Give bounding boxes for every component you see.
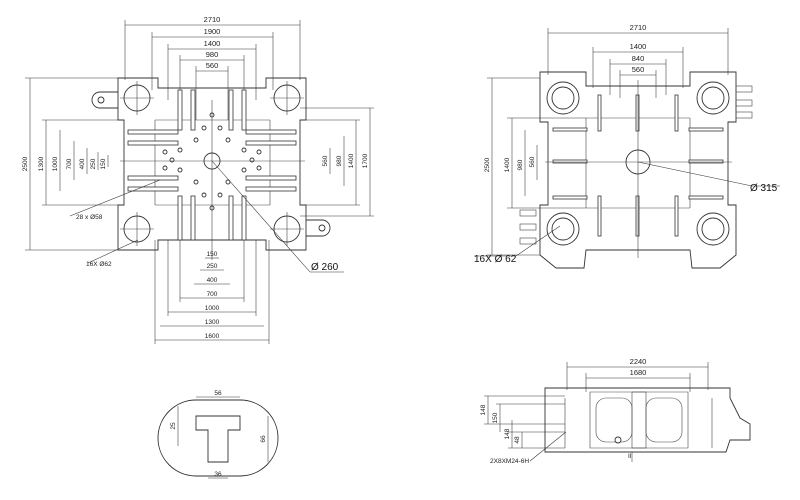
dim-1300-bottom: 1300 xyxy=(205,319,220,326)
side-dim-150: 150 xyxy=(492,412,499,423)
side-port-hole xyxy=(614,436,622,444)
callout-holes-front: 16X Ø62 xyxy=(86,261,112,268)
dim-150-bottom: 150 xyxy=(207,251,218,258)
side-outline xyxy=(544,387,751,453)
front-vertical-tslots xyxy=(177,89,247,241)
dim-1000-bottom: 1000 xyxy=(205,305,220,312)
dim-1600-bottom: 1600 xyxy=(205,333,220,340)
callout-center-hole: Ø 260 xyxy=(311,262,339,273)
dim-2710: 2710 xyxy=(204,15,221,24)
dim-980-rear-v: 980 xyxy=(517,159,524,170)
rear-top-dimensions: 2710 1400 840 560 xyxy=(547,23,729,98)
front-top-dimensions: 2710 1900 1400 980 560 xyxy=(124,15,301,120)
detail-dim-right: 66 xyxy=(260,435,267,443)
dim-1400-right: 1400 xyxy=(348,153,355,168)
callout-rear-holes: 16X Ø 62 xyxy=(474,254,517,265)
front-bolt-holes xyxy=(162,112,262,211)
dim-980: 980 xyxy=(206,50,219,59)
dim-1000: 1000 xyxy=(52,156,59,171)
dim-840-rear: 840 xyxy=(632,54,645,63)
dim-560-rear-v: 560 xyxy=(529,156,536,167)
dim-1400: 1400 xyxy=(204,39,221,48)
dim-560-right: 560 xyxy=(322,155,329,166)
dim-250-bottom: 250 xyxy=(207,263,218,270)
front-lug-left xyxy=(91,91,118,109)
side-section-marker: II xyxy=(628,453,632,460)
dim-1400-rear-v: 1400 xyxy=(504,157,511,172)
dim-400: 400 xyxy=(79,158,86,169)
side-dim-48: 48 xyxy=(514,436,521,444)
callout-tslots: 28 x Ø58 xyxy=(76,214,103,221)
rear-platen-view: 2710 1400 840 560 xyxy=(474,23,780,269)
dim-2500: 2500 xyxy=(22,156,29,171)
side-dim-2240: 2240 xyxy=(630,357,647,366)
front-lug-right xyxy=(306,219,331,237)
side-dim-148b: 148 xyxy=(504,428,511,439)
dim-1300: 1300 xyxy=(38,156,45,171)
dim-1900: 1900 xyxy=(204,27,221,36)
front-left-dimensions: 2500 1300 1000 700 400 250 150 xyxy=(22,77,124,251)
side-thread-note: 2X8XM24-6H xyxy=(490,458,529,465)
tslot-detail-view: 56 36 25 66 xyxy=(157,390,279,479)
dim-980-right: 980 xyxy=(336,155,343,166)
dim-560: 560 xyxy=(206,61,219,70)
rear-side-brackets xyxy=(519,85,753,245)
callout-rear-center: Ø 315 xyxy=(750,183,778,194)
dim-560-rear: 560 xyxy=(632,65,645,74)
tslot-profile xyxy=(157,399,279,477)
dim-2710-rear: 2710 xyxy=(630,23,647,32)
side-left-dimensions: 148 150 148 48 xyxy=(480,395,565,449)
dim-1700-right: 1700 xyxy=(362,153,369,168)
dim-700: 700 xyxy=(66,158,73,169)
dim-1400-rear: 1400 xyxy=(630,42,647,51)
rear-left-dimensions: 2500 1400 980 560 xyxy=(484,77,586,256)
rear-platen-outline xyxy=(539,71,737,269)
front-platen-view: 2710 1900 1400 980 560 xyxy=(22,15,374,344)
front-bottom-dimensions: 150 250 400 700 1000 1300 1600 xyxy=(154,240,270,344)
front-right-dimensions: 560 980 1400 1700 xyxy=(300,107,374,217)
front-horizontal-tslots xyxy=(127,129,297,192)
detail-dim-top: 56 xyxy=(214,390,222,397)
dim-150: 150 xyxy=(100,158,107,169)
side-dim-148a: 148 xyxy=(480,404,487,415)
side-view: 2240 1680 148 150 148 48 xyxy=(480,357,751,465)
detail-dim-bottom: 36 xyxy=(214,471,222,478)
dim-2500-rear: 2500 xyxy=(484,157,491,172)
side-dim-1680: 1680 xyxy=(630,368,647,377)
dim-250: 250 xyxy=(90,158,97,169)
detail-dim-left: 25 xyxy=(170,422,177,430)
dim-400-bottom: 400 xyxy=(207,277,218,284)
dim-700-bottom: 700 xyxy=(207,291,218,298)
rear-slots xyxy=(552,94,724,237)
